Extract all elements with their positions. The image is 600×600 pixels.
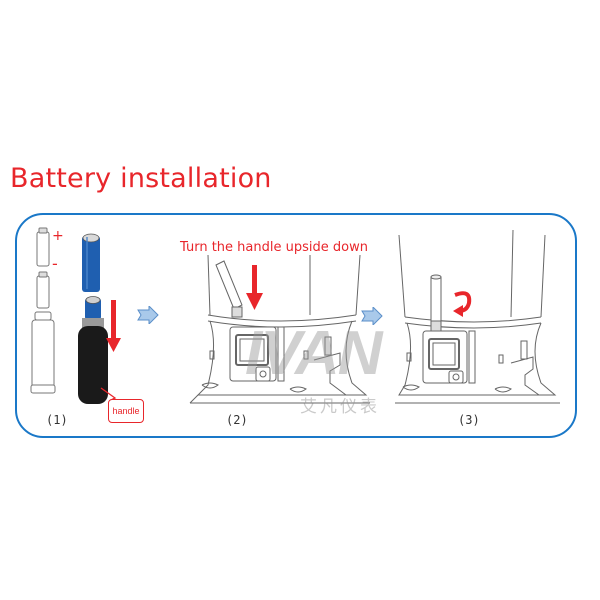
step-2-label: (2) xyxy=(226,413,248,427)
down-arrow-icon xyxy=(106,300,121,352)
step-1-illustration: + - xyxy=(30,227,121,404)
blue-battery xyxy=(82,233,100,292)
next-step-arrow-icon xyxy=(137,306,159,324)
page-title: Battery installation xyxy=(10,163,272,194)
handle-callout: handle xyxy=(108,399,144,423)
watermark-logo: IVAN xyxy=(245,319,383,388)
aa-battery-top xyxy=(36,227,50,267)
down-arrow-icon xyxy=(246,265,263,310)
step-3-illustration xyxy=(395,229,560,404)
next-step-arrow-icon xyxy=(361,307,383,325)
instruction-panel xyxy=(15,213,577,438)
aa-battery-bottom xyxy=(36,271,50,309)
step-2-caption: Turn the handle upside down xyxy=(180,240,368,255)
step-1-label: (1) xyxy=(46,413,68,427)
minus-sign: - xyxy=(52,254,58,273)
rotate-arrow-icon xyxy=(453,291,472,317)
step-3-label: (3) xyxy=(458,413,480,427)
watermark-subtext: 艾凡仪表 xyxy=(300,397,380,417)
step-2-illustration xyxy=(189,255,370,404)
black-handle xyxy=(78,296,108,404)
battery-holder xyxy=(30,311,56,394)
plus-sign: + xyxy=(52,228,64,244)
